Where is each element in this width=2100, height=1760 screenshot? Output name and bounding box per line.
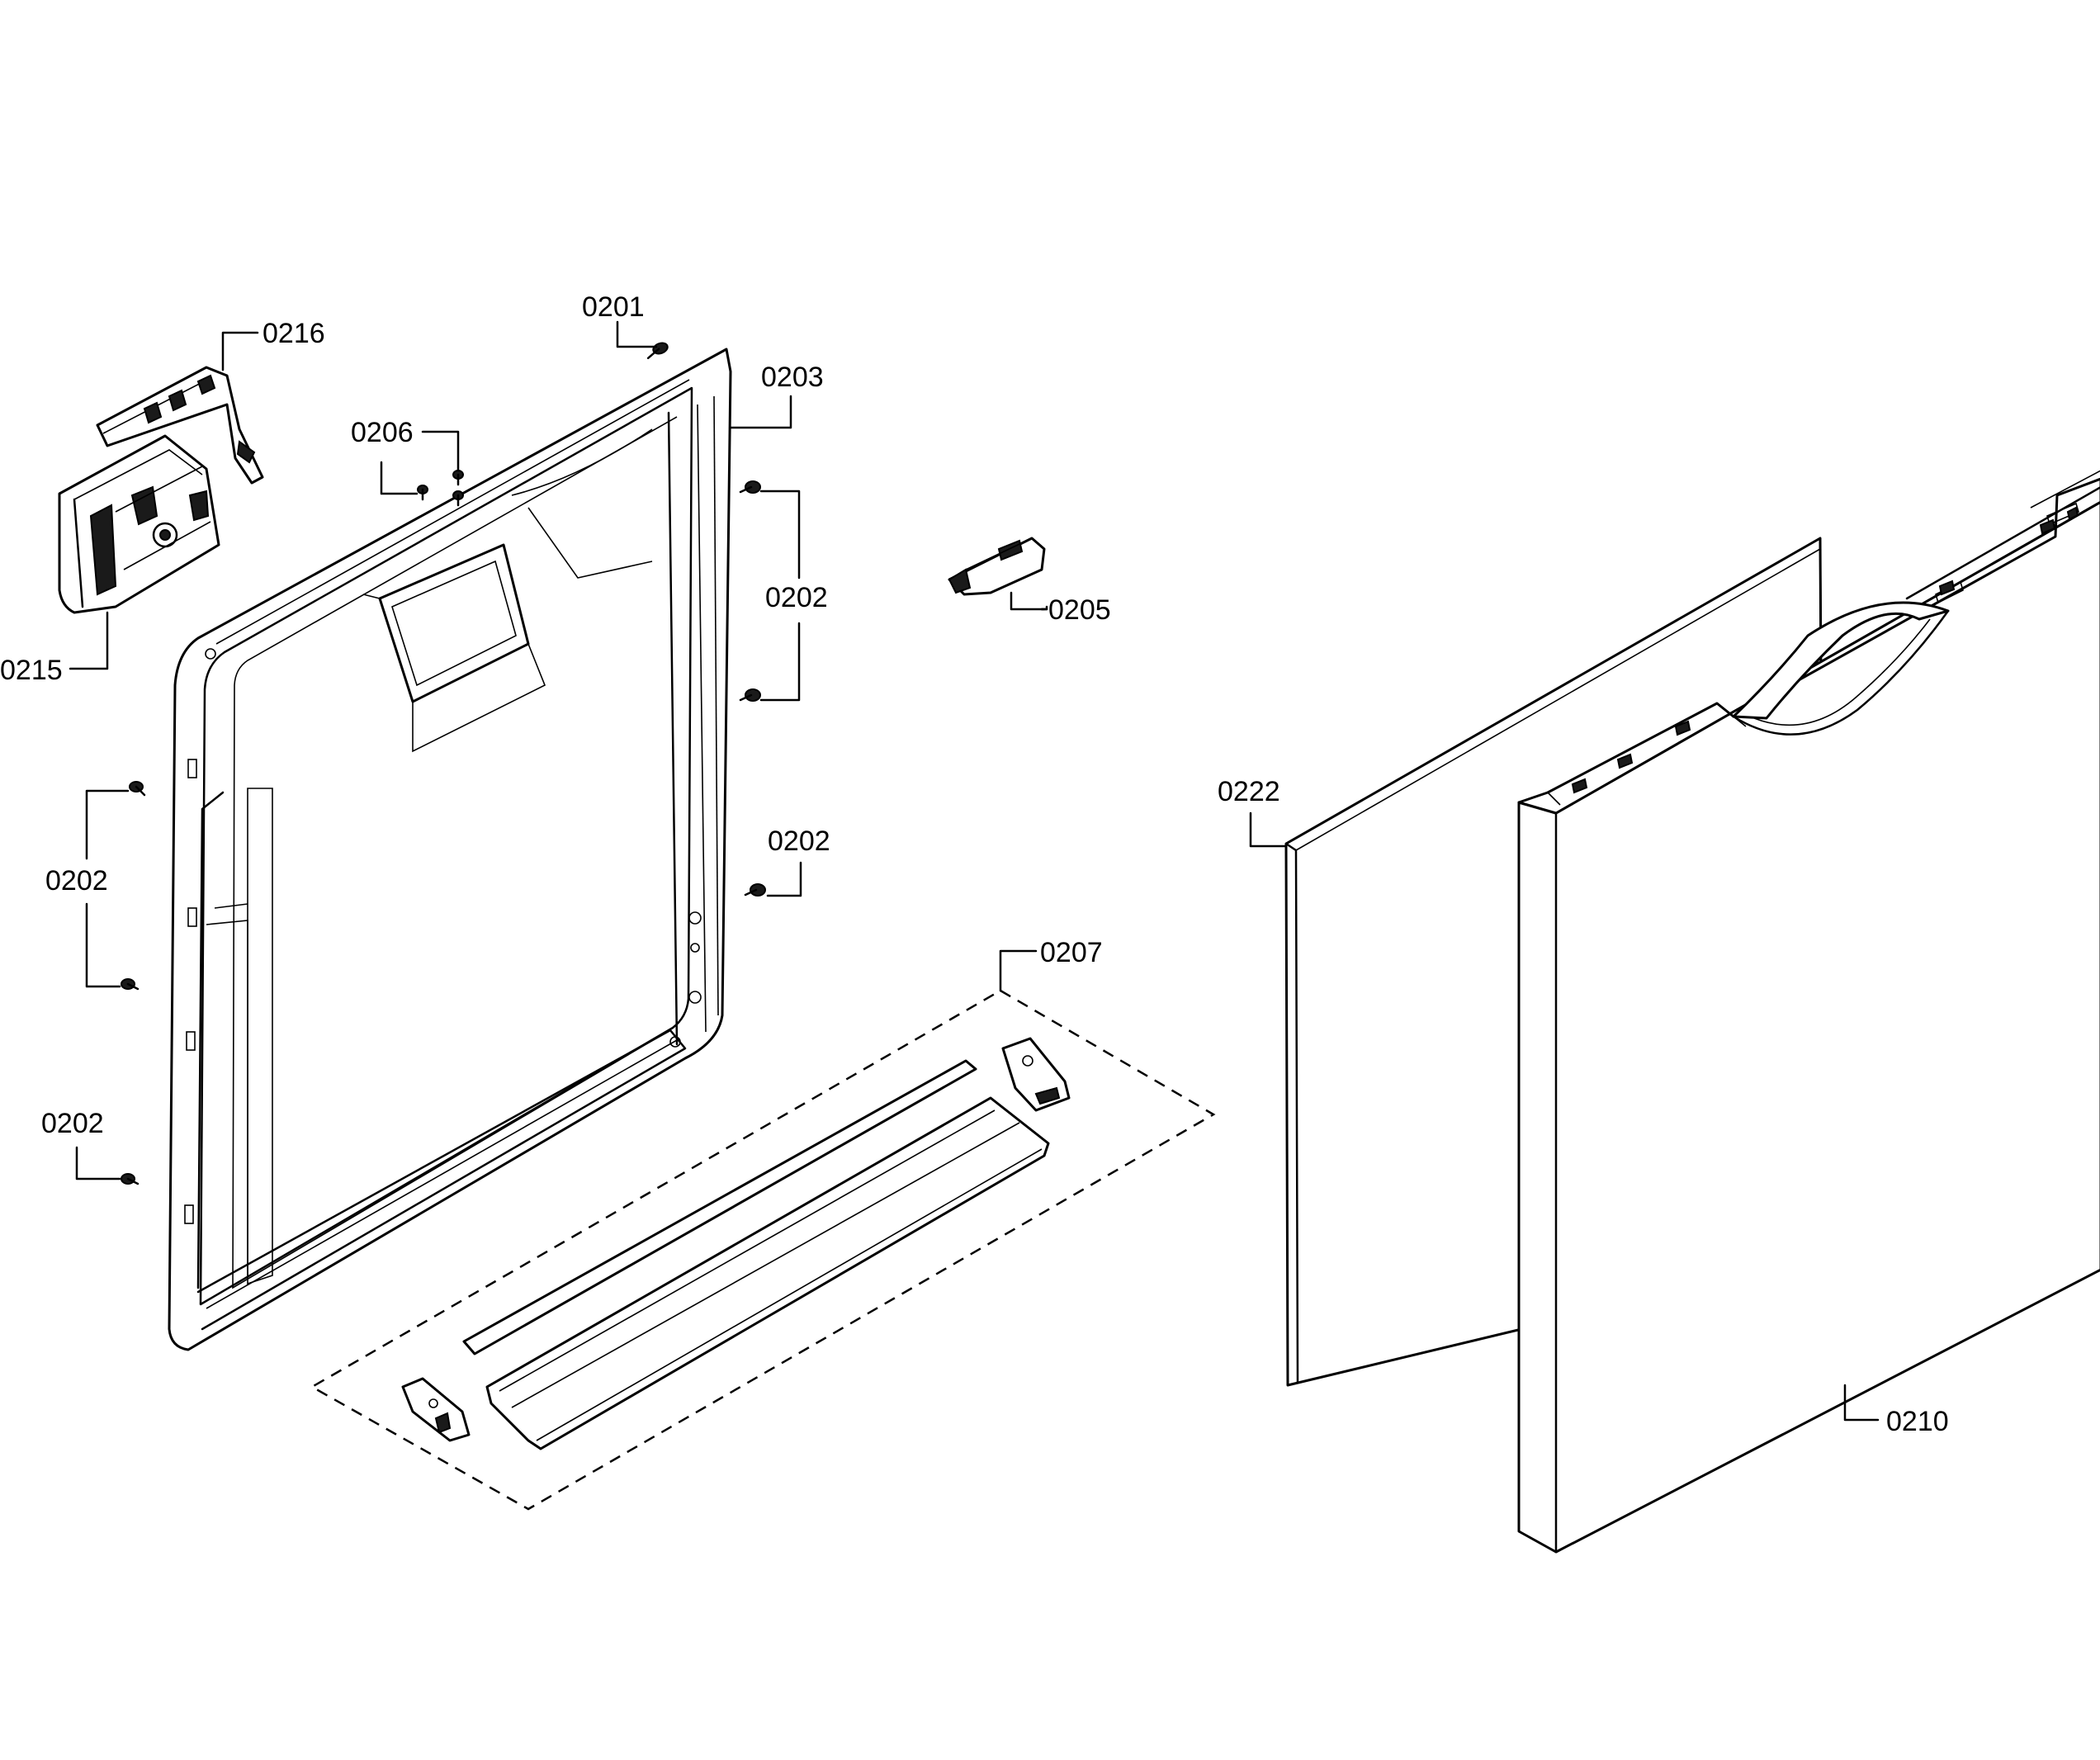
callout-0202-left-upper: 0202 — [45, 865, 108, 897]
latch-bracket — [96, 366, 264, 485]
callout-0215: 0215 — [0, 655, 63, 686]
outer-door — [1517, 470, 2100, 1554]
callout-0203: 0203 — [761, 362, 824, 393]
leader-lines — [69, 320, 1880, 1422]
callout-0201: 0201 — [582, 291, 645, 323]
inner-door-frame — [168, 348, 732, 1351]
callout-labels: 0201 0216 0203 0206 0215 0202 0202 0202 … — [0, 291, 1949, 1437]
callout-0202-left-lower: 0202 — [41, 1108, 104, 1139]
callout-0202-right-lower: 0202 — [768, 826, 830, 857]
screws — [121, 342, 766, 1185]
callout-0222: 0222 — [1218, 776, 1280, 807]
bottom-rail-kit — [310, 989, 1216, 1511]
callout-0205: 0205 — [1048, 594, 1111, 626]
callout-0202-right-upper: 0202 — [765, 582, 828, 613]
callout-0216: 0216 — [262, 318, 325, 349]
door-latch — [948, 537, 1046, 596]
detergent-dispenser — [58, 434, 220, 614]
callout-0206: 0206 — [351, 417, 414, 448]
callout-0207: 0207 — [1040, 937, 1103, 968]
callout-0210: 0210 — [1886, 1406, 1949, 1437]
